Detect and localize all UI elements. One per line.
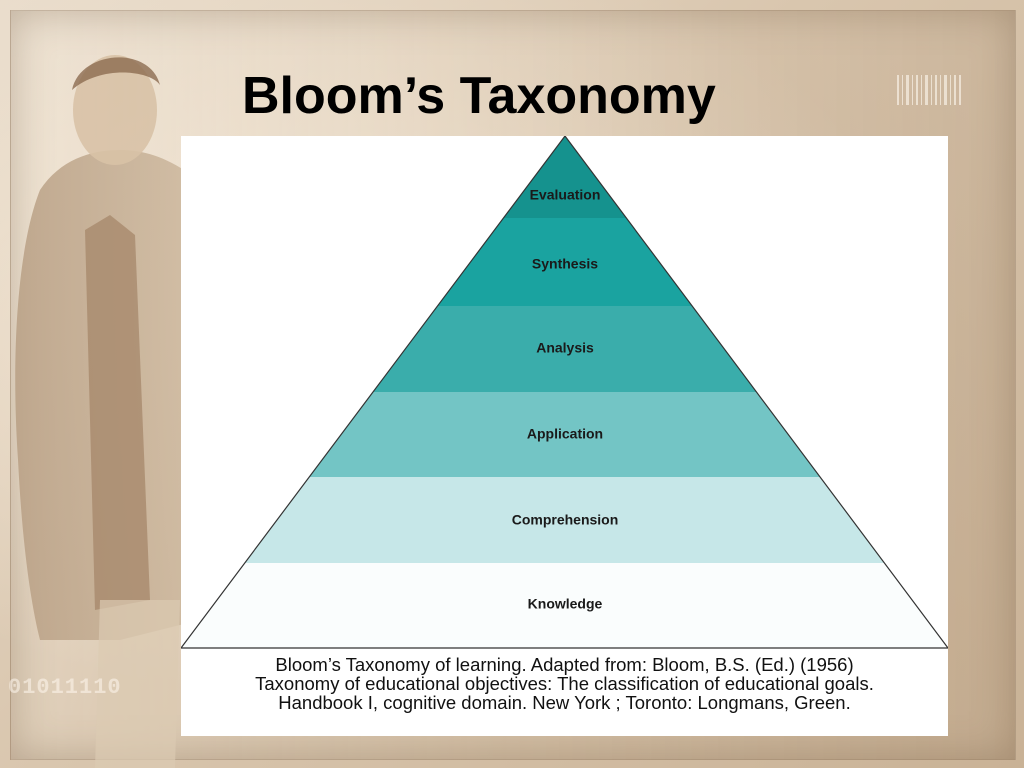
pyramid-level-knowledge <box>181 563 948 648</box>
binary-decoration: 01011110 <box>8 675 122 700</box>
slide-title: Bloom’s Taxonomy <box>242 67 716 125</box>
pyramid-level-evaluation <box>503 136 627 218</box>
caption-line: Handbook I, cognitive domain. New York ;… <box>278 692 851 713</box>
caption-line: Bloom’s Taxonomy of learning. Adapted fr… <box>275 654 854 675</box>
background-person-image <box>15 55 200 768</box>
citation-caption: Bloom’s Taxonomy of learning. Adapted fr… <box>181 655 948 712</box>
pyramid-level-label: Analysis <box>536 340 594 356</box>
pyramid-outline <box>181 136 948 649</box>
pyramid-level-analysis <box>373 306 757 392</box>
pyramid-level-synthesis <box>437 218 693 306</box>
pyramid-level-application <box>309 392 821 477</box>
caption-line: Taxonomy of educational objectives: The … <box>255 673 874 694</box>
pyramid-level-label: Synthesis <box>532 256 598 272</box>
pyramid-level-label: Comprehension <box>512 512 619 528</box>
pyramid-level-label: Evaluation <box>530 187 601 203</box>
pyramid-level-label: Knowledge <box>528 596 603 612</box>
barcode-decoration <box>897 75 961 105</box>
pyramid-level-comprehension <box>244 477 885 563</box>
pyramid-diagram: EvaluationSynthesisAnalysisApplicationCo… <box>181 136 948 649</box>
pyramid-level-label: Application <box>527 426 603 442</box>
